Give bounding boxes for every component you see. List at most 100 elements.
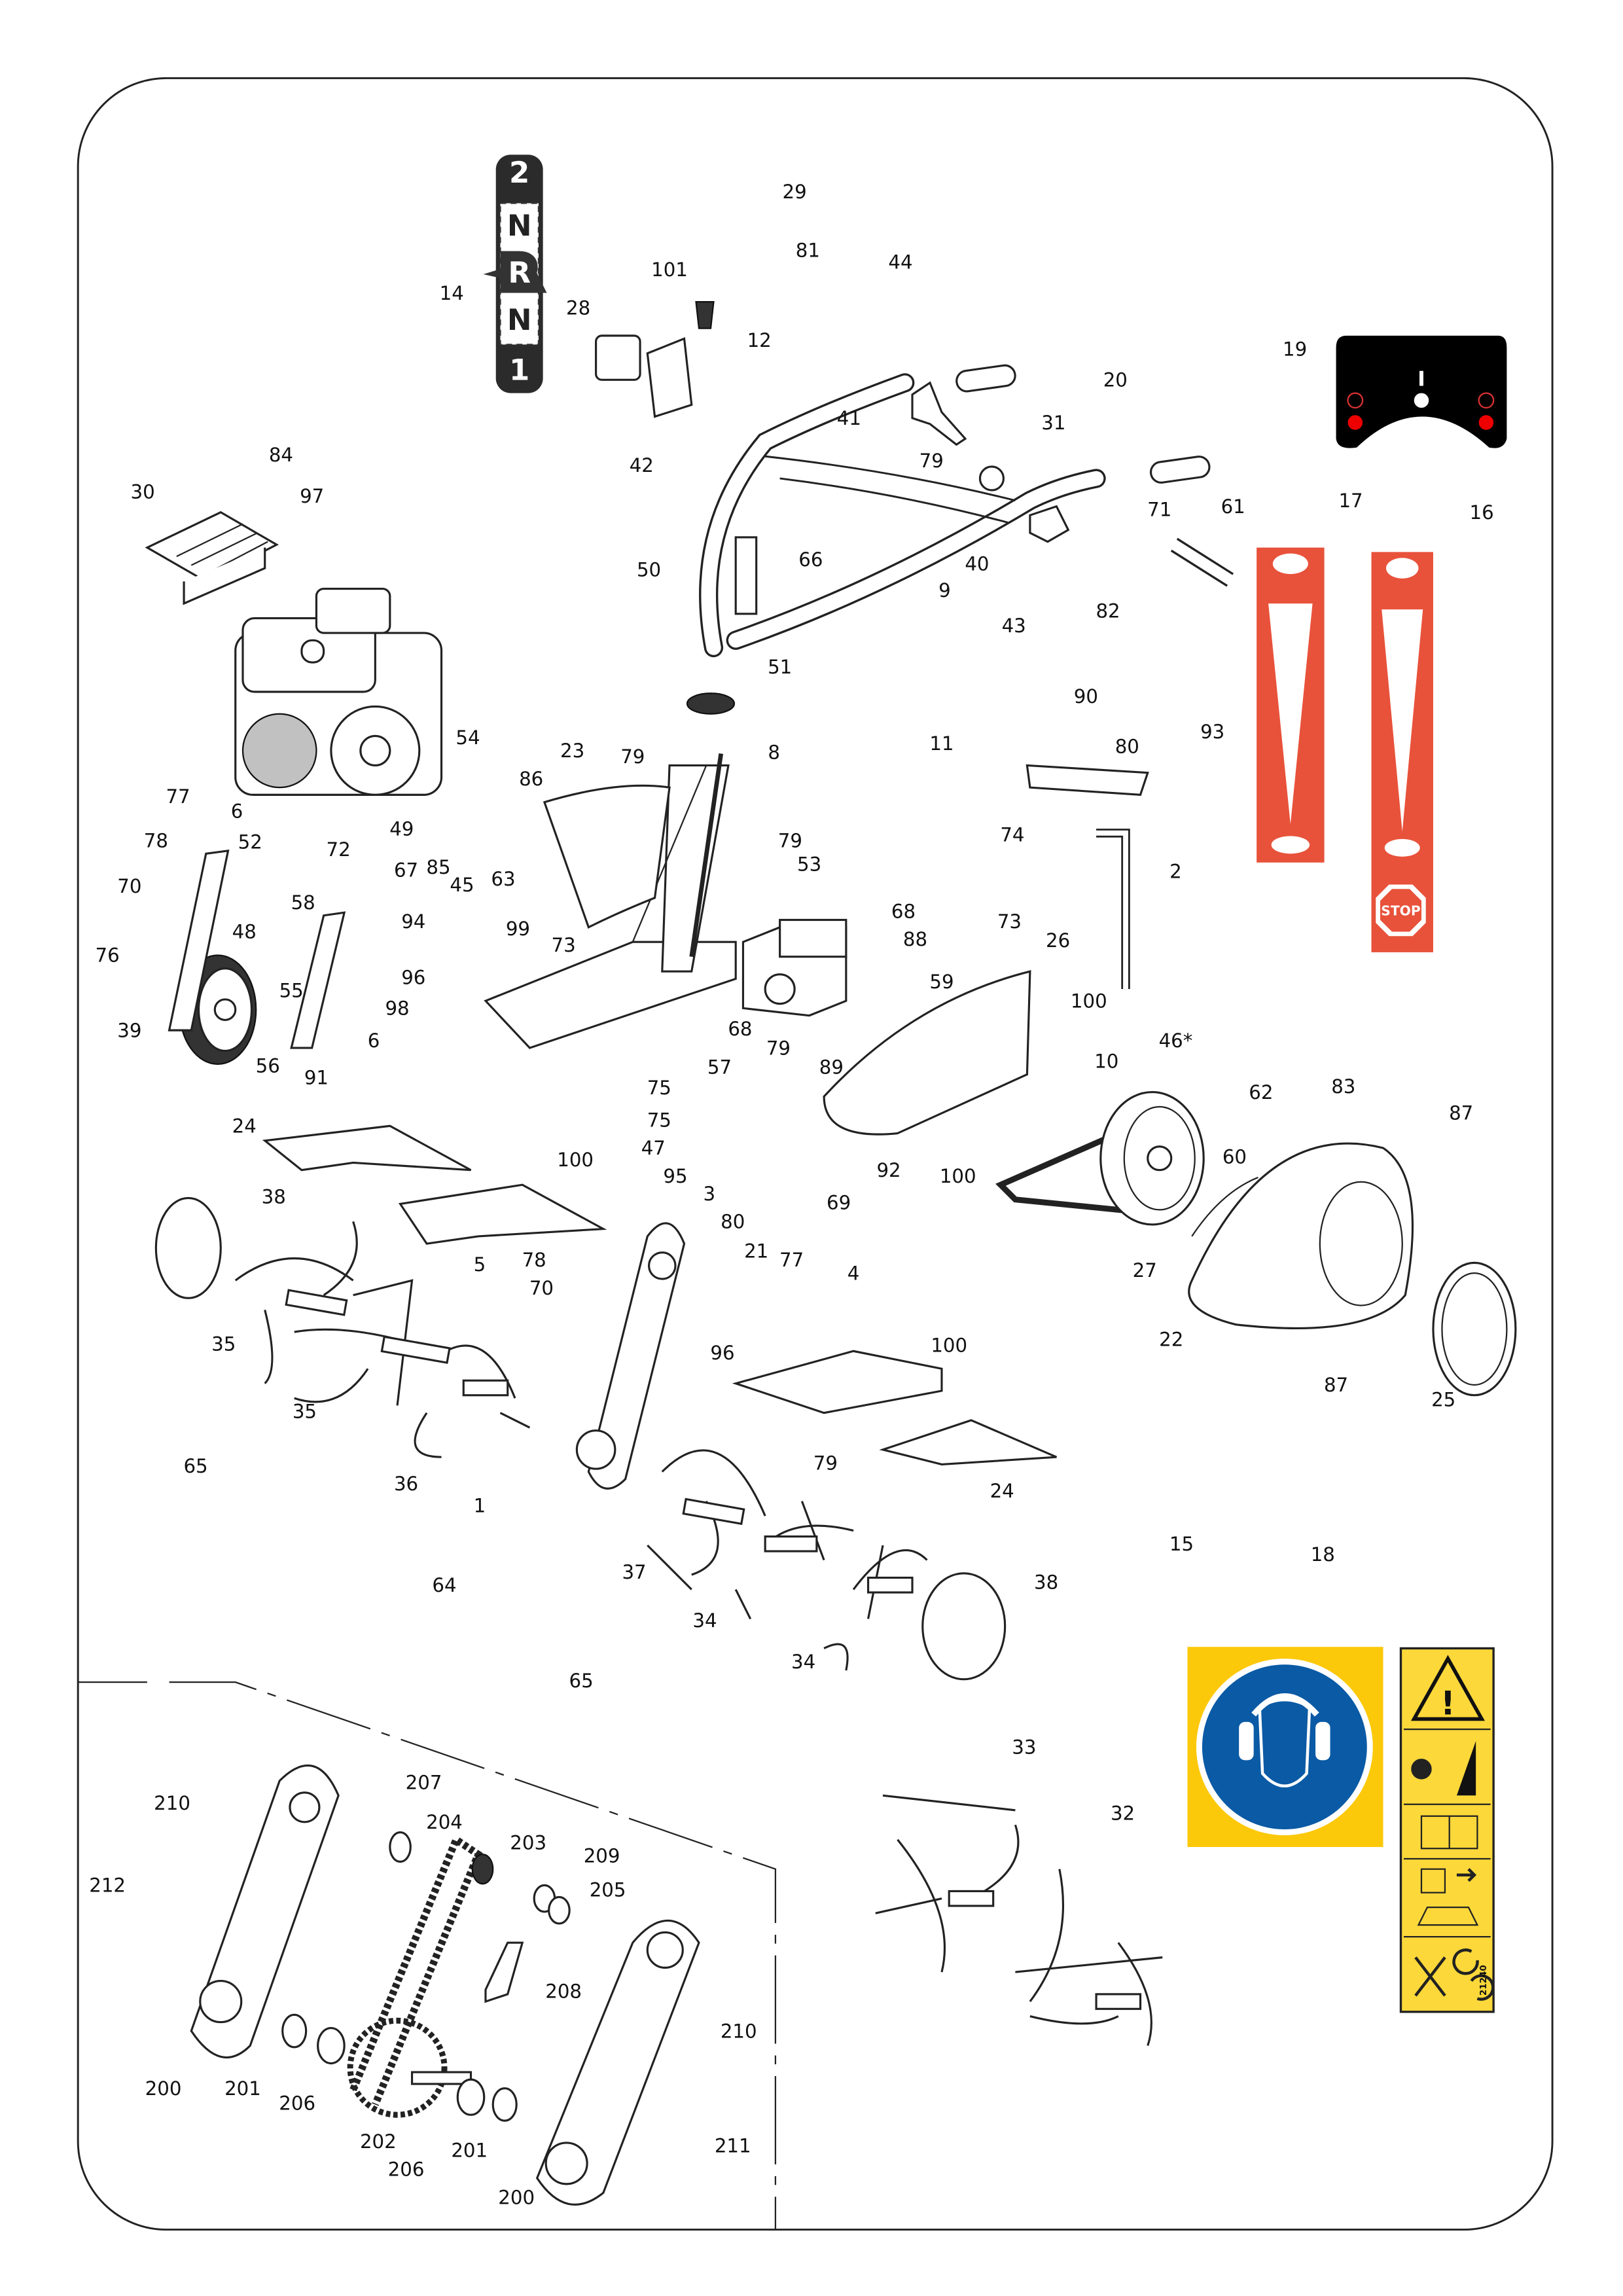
callout-75: 75 (647, 1109, 671, 1132)
callout-9: 9 (938, 579, 951, 601)
callout-87: 87 (1449, 1102, 1473, 1124)
callout-74: 74 (1000, 823, 1024, 846)
sprocket-203 (471, 1854, 494, 1885)
callout-210: 210 (721, 2020, 757, 2042)
callout-100: 100 (1071, 990, 1107, 1012)
callout-211: 211 (715, 2135, 751, 2157)
callout-212: 212 (89, 1874, 126, 1897)
callout-47: 47 (641, 1137, 666, 1159)
gear-label: 1 (509, 352, 529, 387)
callout-56: 56 (256, 1054, 280, 1077)
callout-36: 36 (394, 1473, 418, 1495)
tine-hazard-icon (1411, 1759, 1432, 1780)
callout-94: 94 (401, 910, 425, 933)
gear-label: 2 (509, 155, 529, 190)
shield-24 (262, 1124, 472, 1172)
callout-75: 75 (647, 1077, 671, 1099)
chaincase-1 (575, 1222, 686, 1490)
callout-70: 70 (117, 875, 141, 897)
callout-14: 14 (440, 282, 464, 304)
callout-49: 49 (389, 817, 414, 840)
tine-shafts (285, 1289, 1142, 2010)
callout-65: 65 (569, 1670, 594, 1692)
callout-24: 24 (990, 1480, 1014, 1502)
disc-38 (154, 1196, 222, 1299)
callout-204: 204 (426, 1811, 463, 1833)
shield-4 (732, 1350, 943, 1414)
callout-26: 26 (1046, 929, 1070, 952)
callout-29: 29 (783, 181, 807, 203)
cap-51 (686, 692, 736, 715)
callout-100: 100 (557, 1149, 594, 1171)
knob-29 (695, 301, 715, 329)
callout-70: 70 (529, 1277, 554, 1299)
callout-78: 78 (522, 1249, 546, 1271)
callout-20: 20 (1103, 369, 1128, 391)
callout-100: 100 (931, 1335, 967, 1357)
callout-46: 46* (1159, 1030, 1193, 1052)
throttle-decal-19: I (1336, 335, 1507, 448)
gear-selector-decal-14: 2 N R N 1 (495, 154, 543, 393)
callout-96: 96 (710, 1342, 734, 1364)
callout-42: 42 (630, 454, 654, 476)
callout-77: 77 (166, 785, 190, 808)
callout-61: 61 (1221, 495, 1245, 518)
callout-12: 12 (747, 329, 772, 351)
callout-202: 202 (360, 2130, 397, 2153)
callout-38: 38 (262, 1185, 286, 1208)
callout-38: 38 (1034, 1571, 1058, 1594)
callout-53: 53 (797, 853, 821, 875)
stop-text: STOP (1381, 903, 1420, 919)
cover-26 (823, 970, 1031, 1136)
cable-61 (1176, 537, 1234, 575)
callout-21: 21 (744, 1240, 768, 1263)
callout-54: 54 (455, 726, 480, 749)
callout-58: 58 (291, 891, 315, 914)
engine (234, 588, 443, 796)
tines (234, 1221, 1163, 2047)
gear-label: R (508, 255, 531, 290)
callout-79: 79 (766, 1037, 791, 1059)
callout-50: 50 (637, 559, 661, 581)
turtle-icon (1384, 838, 1420, 857)
callout-43: 43 (1002, 615, 1026, 637)
speed-decal-17 (1257, 547, 1325, 863)
callout-2: 2 (1169, 861, 1182, 883)
callout-34: 34 (692, 1609, 717, 1632)
callout-35: 35 (211, 1333, 236, 1355)
gearbox-53 (741, 918, 847, 1017)
no-hands-icon (1414, 1956, 1446, 1997)
bracket-6 (168, 849, 230, 1031)
callout-72: 72 (327, 838, 351, 861)
disc-38 (921, 1572, 1007, 1681)
shield-24 (879, 1419, 1057, 1465)
callout-51: 51 (768, 656, 792, 678)
grip-20 (1149, 456, 1211, 484)
callout-45: 45 (450, 874, 474, 896)
callout-15: 15 (1169, 1533, 1194, 1555)
callout-27: 27 (1133, 1259, 1157, 1282)
sprocket-202 (347, 2017, 448, 2118)
part-31 (978, 465, 1005, 492)
shield-5 (398, 1183, 607, 1245)
callout-80: 80 (721, 1211, 745, 1233)
callout-60: 60 (1222, 1146, 1247, 1168)
callout-98: 98 (385, 997, 409, 1020)
tensioner-208 (484, 1941, 524, 2003)
callout-68: 68 (728, 1018, 752, 1040)
disconnect-plug-icon (1420, 1868, 1446, 1893)
callout-4: 4 (847, 1262, 860, 1284)
frame-8 (484, 753, 737, 1049)
gear-label: N (507, 302, 532, 337)
callout-209: 209 (584, 1845, 620, 1867)
callout-201: 201 (451, 2139, 488, 2161)
callout-203: 203 (510, 1831, 546, 1854)
callout-22: 22 (1159, 1329, 1183, 1351)
callout-3: 3 (703, 1183, 715, 1205)
handlebar-9 (595, 301, 1211, 715)
callout-73: 73 (552, 934, 576, 956)
callout-18: 18 (1311, 1543, 1335, 1566)
muffler-guard-30 (145, 511, 279, 605)
